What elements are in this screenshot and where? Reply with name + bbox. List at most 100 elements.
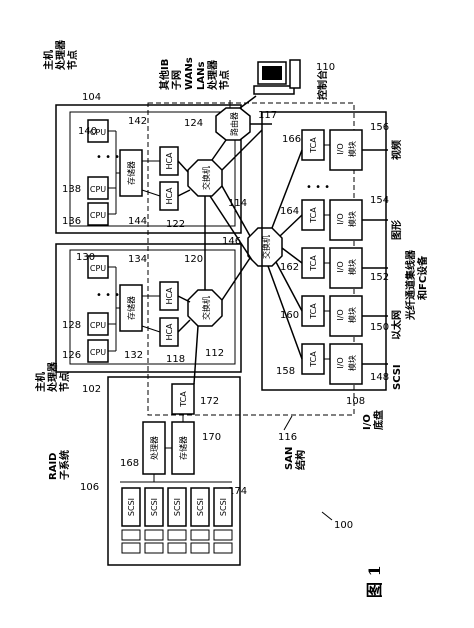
router-label: 路由器 [229,112,239,136]
ref: 160 [280,310,299,321]
bus-line [141,189,161,197]
link [177,189,191,197]
cpu-label: CPU [90,348,106,357]
san-label-2: 结构 [294,450,307,470]
ref: 102 [82,384,101,395]
hca-label: HCA [165,152,174,170]
scsi-label: SCSI [150,498,159,516]
console-icon [253,59,301,95]
processor-node-label-1: 处理器 [206,59,219,91]
io-module-166: TCA I/O 模块 [301,129,363,171]
scsi-label: SCSI [219,498,228,516]
ref: 120 [184,254,203,265]
ref: 144 [128,216,147,227]
link [275,261,303,312]
keyboard-icon [253,85,295,95]
link [177,319,191,333]
lans-label: LANs [196,62,207,90]
module-label: 模块 [347,355,357,371]
scsi-label: SCSI [127,498,136,516]
scsi-box [190,487,210,527]
io-module-box [329,295,363,337]
ref: 146 [222,236,241,247]
disk [167,529,187,541]
ref: 156 [370,122,389,133]
wans-label: WANs [184,57,195,90]
host-node-a-label-2: 处理器 [54,39,67,71]
disk [190,529,210,541]
ref: 104 [82,92,101,103]
io-label: I/O [336,143,345,154]
ref: 112 [205,348,224,359]
processor-label: 处理器 [149,436,159,460]
ref: 110 [316,62,335,73]
disk [190,542,210,554]
io-module-box [329,343,363,385]
disk [167,542,187,554]
disk-array [121,529,233,554]
figure-label: 图 1 [365,565,384,598]
leader-line [321,511,333,521]
ref: 174 [228,486,247,497]
ref: 118 [166,354,185,365]
tca-label: TCA [179,391,188,408]
io-label: I/O [336,213,345,224]
ref: 108 [346,396,365,407]
disk [121,542,141,554]
scsi-output-label: SCSI [392,364,403,390]
scsi-label: SCSI [196,498,205,516]
disk [213,542,233,554]
ref: 170 [202,432,221,443]
ellipsis: • • • [96,152,120,163]
san-label-1: SAN [284,447,295,470]
ref: 130 [76,252,95,263]
host-node-a-frame [55,104,242,234]
io-label: I/O [336,357,345,368]
ref: 154 [370,195,389,206]
io-module-164: TCA I/O 模块 [301,199,363,241]
fc-hub-label-1: 光纤通道集线器 [404,249,417,321]
host-node-b-label-2: 处理器 [46,361,59,393]
host-node-b-label-3: 节点 [58,372,71,392]
other-ib-label-1: 其他IB [158,59,171,90]
host-node-a-label-3: 节点 [66,50,79,70]
cpu-label: CPU [90,211,106,220]
link [221,129,263,171]
io-module-160: TCA I/O 模块 [301,295,363,337]
raid-subsystem-frame [107,376,241,566]
ref: 122 [166,219,185,230]
tca-label: TCA [309,351,318,368]
link [209,195,253,261]
tca-label: TCA [309,137,318,154]
host-node-b-inner [69,249,236,365]
ref: 100 [334,520,353,531]
memory-label: 存储器 [178,436,188,460]
cpu-label: CPU [90,264,106,273]
ethernet-label: 以太网 [390,310,403,340]
cpu-label: CPU [90,185,106,194]
host-node-b-label-1: 主机 [34,372,47,392]
link [177,295,191,303]
link [279,214,303,237]
ref: 134 [128,254,147,265]
io-chassis-label-1: I/O [362,414,373,430]
host-node-a-label-1: 主机 [42,50,55,70]
link [281,247,303,264]
ellipsis: • • • [306,182,330,193]
module-label: 模块 [347,211,357,227]
ref: 106 [80,482,99,493]
memory-label: 存储器 [126,161,136,185]
ref: 152 [370,272,389,283]
scsi-box [144,487,164,527]
host-node-b-frame [55,243,242,373]
graphics-label: 图形 [391,220,403,240]
ref: 172 [200,396,219,407]
io-module-162: TCA I/O 模块 [301,247,363,289]
switch-label: 交换机 [201,296,211,320]
io-chassis-label-2: 底盘 [372,410,385,430]
link [177,160,189,173]
io-module-158: TCA I/O 模块 [301,343,363,385]
disk [121,529,141,541]
